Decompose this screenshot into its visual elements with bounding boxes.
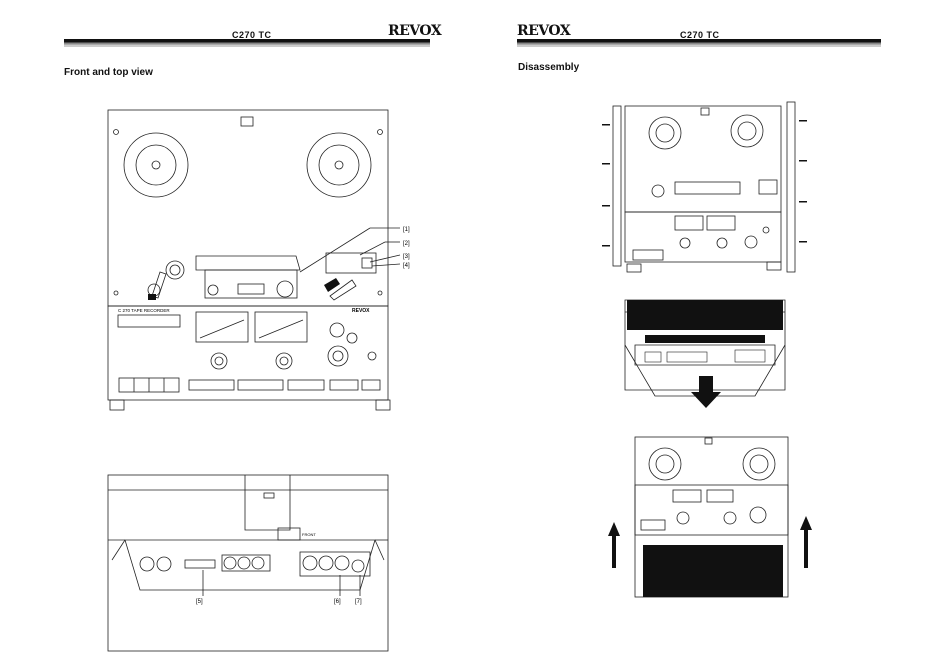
- rear-front-label: FRONT: [302, 532, 316, 537]
- callout-2: [2]: [403, 241, 410, 247]
- callout-6: [6]: [334, 599, 341, 605]
- callout-5: [5]: [196, 599, 203, 605]
- front-top-view-drawing: C 270 TAPE RECORDER REVOX [1] [2] [3] [4…: [0, 0, 475, 672]
- deck-brand-label: REVOX: [352, 308, 370, 314]
- callout-1: [1]: [403, 227, 410, 233]
- disassembly-drawings: [475, 0, 950, 672]
- right-page: REVOX C270 TC Disassembly: [475, 0, 950, 672]
- deck-model-label: C 270 TAPE RECORDER: [118, 308, 170, 313]
- callout-7: [7]: [355, 599, 362, 605]
- callout-3: [3]: [403, 254, 410, 260]
- left-page: C270 TC REVOX Front and top view: [0, 0, 475, 672]
- callout-4: [4]: [403, 263, 410, 269]
